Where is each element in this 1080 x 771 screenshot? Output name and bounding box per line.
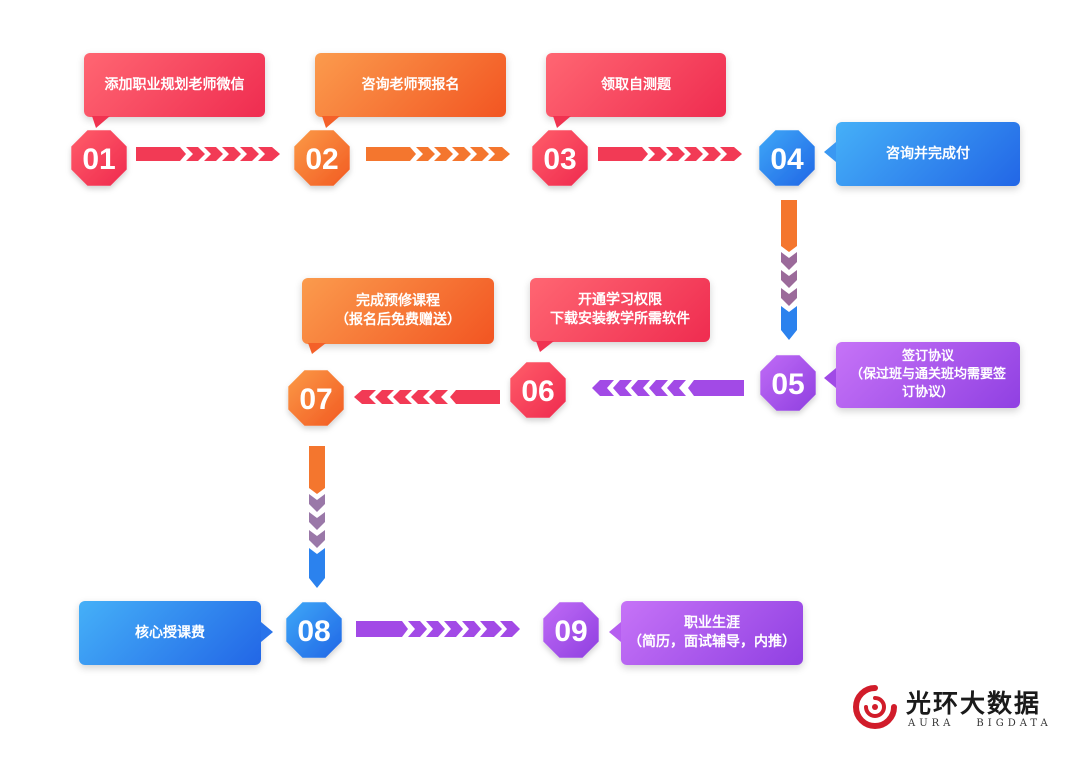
- step-09-text-2: （简历，面试辅导，内推）: [628, 634, 796, 650]
- connector-04-05: [781, 200, 797, 340]
- step-badge-octagon: [510, 362, 566, 418]
- step-04-text: 咨询并完成付: [886, 145, 970, 162]
- step-05-text-3: 订协议）: [901, 385, 954, 400]
- step-08-text: 核心授课费: [135, 624, 205, 641]
- connector-01-02: [136, 147, 280, 161]
- step-06-text-2: 下载安装教学所需软件: [550, 311, 690, 327]
- step-08-label: 核心授课费: [79, 601, 261, 665]
- step-badge-07: 07: [288, 370, 344, 426]
- brand-logo: 光环大数据 AURA BIGDATA: [852, 684, 1052, 736]
- step-number: 04: [770, 143, 804, 176]
- logo-sub-left: AURA: [908, 718, 955, 729]
- logo-subtitle: AURA BIGDATA: [908, 718, 1052, 729]
- logo-title: 光环大数据: [906, 689, 1042, 718]
- step-09-text-1: 职业生涯: [684, 615, 740, 631]
- step-badges: 01 02 03 04 05 06 07 08 09: [71, 130, 816, 658]
- logo-sub-right: BIGDATA: [976, 718, 1052, 729]
- connector-03-04: [598, 147, 742, 161]
- step-02-label: 咨询老师预报名: [315, 53, 506, 117]
- step-badge-octagon: [71, 130, 127, 186]
- step-badge-05: 05: [760, 355, 816, 411]
- step-badge-08: 08: [286, 602, 342, 658]
- step-02-text: 咨询老师预报名: [361, 76, 460, 93]
- step-badge-04: 04: [759, 130, 815, 186]
- step-05-text-2: （保过班与通关班均需要签: [849, 367, 1006, 382]
- step-badge-02: 02: [294, 130, 350, 186]
- step-number: 08: [297, 615, 330, 648]
- step-badge-octagon: [760, 355, 816, 411]
- step-03-text: 领取自测题: [601, 76, 671, 93]
- step-07-label: 完成预修课程 （报名后免费赠送）: [302, 278, 494, 344]
- step-number: 07: [299, 383, 332, 416]
- step-badge-01: 01: [71, 130, 127, 186]
- connector-06-07: [354, 390, 500, 404]
- step-07-text-1: 完成预修课程: [356, 293, 440, 309]
- step-number: 01: [82, 143, 115, 176]
- step-badge-03: 03: [532, 130, 588, 186]
- connector-08-09: [356, 621, 520, 637]
- step-07-text-2: （报名后免费赠送）: [335, 312, 461, 328]
- step-badge-06: 06: [510, 362, 566, 418]
- step-badge-octagon: [759, 130, 815, 186]
- connector-07-08: [309, 446, 325, 588]
- step-number: 05: [771, 368, 804, 401]
- step-06-text-1: 开通学习权限: [578, 292, 662, 308]
- step-04-label: 咨询并完成付: [836, 122, 1020, 186]
- step-badge-octagon: [294, 130, 350, 186]
- step-05-label: 签订协议 （保过班与通关班均需要签 订协议）: [836, 342, 1020, 408]
- step-badge-09: 09: [543, 602, 599, 658]
- step-06-label: 开通学习权限 下载安装教学所需软件: [530, 278, 710, 342]
- step-badge-octagon: [532, 130, 588, 186]
- step-number: 09: [554, 615, 587, 648]
- step-09-label: 职业生涯 （简历，面试辅导，内推）: [621, 601, 803, 665]
- step-01-text: 添加职业规划老师微信: [104, 76, 245, 93]
- step-number: 03: [543, 143, 576, 176]
- connector-05-06: [592, 380, 744, 396]
- step-number: 06: [521, 375, 554, 408]
- step-badge-octagon: [286, 602, 342, 658]
- step-number: 02: [305, 143, 338, 176]
- step-03-label: 领取自测题: [546, 53, 726, 117]
- step-badge-octagon: [543, 602, 599, 658]
- step-badge-octagon: [288, 370, 344, 426]
- step-05-text-1: 签订协议: [901, 349, 954, 364]
- connector-02-03: [366, 147, 510, 161]
- aura-ring-icon: [853, 685, 897, 729]
- step-01-label: 添加职业规划老师微信: [84, 53, 265, 117]
